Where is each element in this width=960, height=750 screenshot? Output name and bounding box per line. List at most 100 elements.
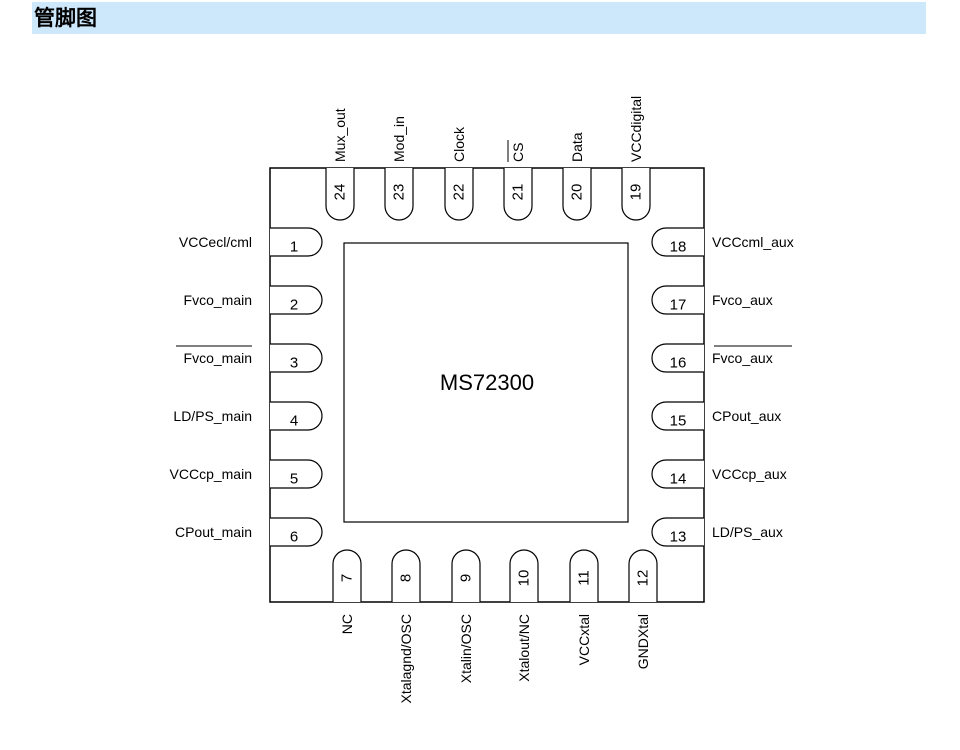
pin-label: Fvco_main: [184, 292, 252, 308]
pin-number: 23: [391, 184, 408, 201]
pin-pad-2: [270, 285, 323, 315]
pin-label: VCCcml_aux: [712, 234, 794, 250]
pin-number: 10: [516, 570, 533, 587]
pin-pad-7: [332, 549, 362, 602]
pin-pad-16: [651, 343, 704, 373]
pin-number: 7: [339, 574, 356, 582]
pin-number: 17: [670, 297, 687, 314]
section-title: 管脚图: [34, 6, 97, 30]
pin-pad-23: [384, 168, 414, 221]
pin-pad-15: [651, 401, 704, 431]
pin-label: Fvco_aux: [712, 350, 773, 366]
section-header: 管脚图: [32, 2, 926, 34]
pin-label: VCCdigital: [628, 96, 644, 162]
pin-label: CPout_aux: [712, 408, 781, 424]
pin-pad-11: [569, 549, 599, 602]
pin-pad-19: [621, 168, 651, 221]
pin-pad-22: [444, 168, 474, 221]
pin-label: Mod_in: [391, 116, 407, 162]
pin-18: 18 VCCcml_aux: [651, 227, 794, 257]
pin-label: Fvco_main: [184, 350, 252, 366]
pin-pad-10: [509, 549, 539, 602]
pin-pad-12: [628, 549, 658, 602]
pin-label: Xtalin/OSC: [458, 614, 474, 683]
pin-1: 1 VCCecl/cml: [179, 227, 323, 257]
pin-label: CS: [510, 143, 526, 162]
pin-3: 3 Fvco_main: [176, 343, 323, 373]
pin-number: 2: [290, 297, 298, 314]
pin-5: 5 VCCcp_main: [170, 459, 323, 489]
pin-number: 16: [670, 355, 687, 372]
pin-label: VCCecl/cml: [179, 234, 252, 250]
die-pad: [343, 242, 629, 523]
pin-number: 15: [670, 413, 687, 430]
pin-label: Data: [569, 132, 585, 162]
pin-24: 24 Mux_out: [325, 108, 355, 221]
pin-number: 3: [290, 355, 298, 372]
pin-number: 13: [670, 529, 687, 546]
pin-16: 16 Fvco_aux: [651, 343, 792, 373]
pin-2: 2 Fvco_main: [184, 285, 323, 315]
pin-19: 19 VCCdigital: [621, 96, 651, 221]
pin-label: Xtalout/NC: [516, 614, 532, 682]
pin-pad-21: [503, 168, 533, 221]
pin-label: Mux_out: [332, 108, 348, 162]
pin-number: 12: [635, 570, 652, 587]
pin-number: 9: [458, 574, 475, 582]
pin-4: 4 LD/PS_main: [173, 401, 323, 431]
pin-number: 18: [670, 239, 687, 256]
pin-number: 14: [670, 471, 687, 488]
pin-pad-20: [562, 168, 592, 221]
pin-21: 21 CS: [503, 140, 533, 221]
pin-label: VCCxtal: [576, 614, 592, 665]
pin-label: VCCcp_aux: [712, 466, 787, 482]
pin-number: 22: [451, 184, 468, 201]
pin-label: NC: [339, 614, 355, 634]
pin-pad-5: [270, 459, 323, 489]
chip-name: MS72300: [440, 370, 534, 395]
package-outline: [269, 167, 705, 603]
pin-pad-1: [270, 227, 323, 257]
pin-label: Clock: [451, 126, 467, 162]
pin-pad-8: [391, 549, 421, 602]
pin-pad-14: [651, 459, 704, 489]
pin-label: CPout_main: [175, 524, 252, 540]
pin-label: VCCcp_main: [170, 466, 252, 482]
pin-17: 17 Fvco_aux: [651, 285, 773, 315]
pin-number: 24: [332, 184, 349, 201]
pin-label: GNDXtal: [635, 614, 651, 669]
pin-number: 19: [628, 184, 645, 201]
pin-pad-6: [270, 517, 323, 547]
pin-number: 5: [290, 471, 298, 488]
pin-number: 1: [290, 239, 298, 256]
pin-label: Xtalagnd/OSC: [398, 614, 414, 704]
pin-7: 7NC: [332, 549, 362, 634]
pin-pad-24: [325, 168, 355, 221]
pin-pad-9: [451, 549, 481, 602]
pin-13: 13 LD/PS_aux: [651, 517, 783, 547]
pin-number: 20: [569, 184, 586, 201]
pin-14: 14 VCCcp_aux: [651, 459, 787, 489]
pin-number: 11: [576, 570, 593, 586]
pin-number: 8: [398, 574, 415, 582]
pin-pads: 1VCCecl/cml2Fvco_main3Fvco_main4LD/PS_ma…: [170, 96, 794, 704]
pin-number: 4: [290, 413, 298, 430]
pin-pad-4: [270, 401, 323, 431]
pin-label: LD/PS_aux: [712, 524, 783, 540]
pin-23: 23 Mod_in: [384, 116, 414, 221]
pin-pad-18: [651, 227, 704, 257]
pin-20: 20 Data: [562, 132, 592, 221]
pin-15: 15 CPout_aux: [651, 401, 781, 431]
pin-label: Fvco_aux: [712, 292, 773, 308]
pin-label: LD/PS_main: [173, 408, 252, 424]
pin-pad-13: [651, 517, 704, 547]
pin-pad-3: [270, 343, 323, 373]
pin-number: 21: [510, 184, 527, 201]
